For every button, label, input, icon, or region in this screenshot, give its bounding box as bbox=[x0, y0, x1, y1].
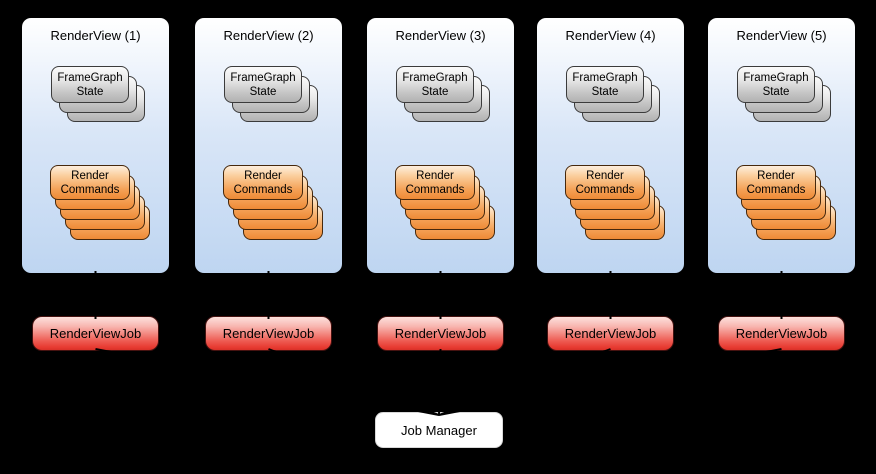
connector-line bbox=[438, 348, 442, 416]
framegraph-state-label-line2: State bbox=[421, 85, 449, 98]
render-commands-stack: Render Commands bbox=[395, 165, 495, 240]
connector-line bbox=[95, 348, 440, 416]
job-manager-box: Job Manager bbox=[375, 412, 503, 448]
render-commands-label-line1: Render bbox=[757, 169, 795, 182]
framegraph-state-card: FrameGraph State bbox=[566, 66, 644, 103]
render-commands-stack: Render Commands bbox=[565, 165, 665, 240]
render-commands-card: Render Commands bbox=[565, 165, 645, 200]
framegraph-state-label-line1: FrameGraph bbox=[57, 71, 123, 84]
renderviewjob-label: RenderViewJob bbox=[564, 326, 657, 341]
renderview-title: RenderView (3) bbox=[395, 28, 486, 43]
framegraph-state-stack: FrameGraph State bbox=[51, 66, 145, 122]
renderviewjob-label: RenderViewJob bbox=[222, 326, 315, 341]
framegraph-state-card: FrameGraph State bbox=[737, 66, 815, 103]
render-commands-label-line2: Commands bbox=[746, 183, 806, 196]
framegraph-state-card: FrameGraph State bbox=[224, 66, 302, 103]
framegraph-state-stack: FrameGraph State bbox=[737, 66, 831, 122]
renderviewjob-box-2: RenderViewJob bbox=[205, 316, 332, 351]
render-commands-card: Render Commands bbox=[736, 165, 816, 200]
framegraph-state-stack: FrameGraph State bbox=[396, 66, 490, 122]
renderviewjob-label: RenderViewJob bbox=[394, 326, 487, 341]
connector-line bbox=[438, 348, 611, 416]
renderview-title: RenderView (4) bbox=[565, 28, 656, 43]
connector-line bbox=[268, 348, 440, 416]
render-commands-label-line2: Commands bbox=[233, 183, 293, 196]
renderviewjob-label: RenderViewJob bbox=[49, 326, 142, 341]
framegraph-state-label-line2: State bbox=[762, 85, 790, 98]
renderview-column-3: RenderView (3) FrameGraph State Render C… bbox=[367, 18, 514, 351]
renderviewjob-box-1: RenderViewJob bbox=[32, 316, 159, 351]
render-commands-stack: Render Commands bbox=[50, 165, 150, 240]
renderview-column-4: RenderView (4) FrameGraph State Render C… bbox=[537, 18, 684, 351]
framegraph-state-label-line1: FrameGraph bbox=[402, 71, 468, 84]
connector-line bbox=[438, 348, 782, 416]
framegraph-state-label-line1: FrameGraph bbox=[230, 71, 296, 84]
framegraph-state-label-line2: State bbox=[591, 85, 619, 98]
framegraph-state-card: FrameGraph State bbox=[51, 66, 129, 103]
framegraph-state-label-line1: FrameGraph bbox=[572, 71, 638, 84]
job-manager-label: Job Manager bbox=[401, 422, 477, 438]
renderviewjob-box-5: RenderViewJob bbox=[718, 316, 845, 351]
renderview-title: RenderView (1) bbox=[50, 28, 141, 43]
renderview-panel-5: RenderView (5) FrameGraph State Render C… bbox=[708, 18, 855, 273]
framegraph-state-card: FrameGraph State bbox=[396, 66, 474, 103]
renderviewjob-box-4: RenderViewJob bbox=[547, 316, 674, 351]
render-commands-label-line1: Render bbox=[416, 169, 454, 182]
renderview-panel-4: RenderView (4) FrameGraph State Render C… bbox=[537, 18, 684, 273]
renderview-panel-1: RenderView (1) FrameGraph State Render C… bbox=[22, 18, 169, 273]
render-commands-stack: Render Commands bbox=[736, 165, 836, 240]
renderview-column-5: RenderView (5) FrameGraph State Render C… bbox=[708, 18, 855, 351]
renderviewjob-box-3: RenderViewJob bbox=[377, 316, 504, 351]
renderview-column-1: RenderView (1) FrameGraph State Render C… bbox=[22, 18, 169, 351]
renderview-column-2: RenderView (2) FrameGraph State Render C… bbox=[195, 18, 342, 351]
renderview-title: RenderView (5) bbox=[736, 28, 827, 43]
render-commands-label-line2: Commands bbox=[405, 183, 465, 196]
framegraph-state-stack: FrameGraph State bbox=[566, 66, 660, 122]
render-commands-card: Render Commands bbox=[50, 165, 130, 200]
framegraph-state-label-line2: State bbox=[249, 85, 277, 98]
renderview-panel-3: RenderView (3) FrameGraph State Render C… bbox=[367, 18, 514, 273]
renderview-panel-2: RenderView (2) FrameGraph State Render C… bbox=[195, 18, 342, 273]
renderviewjob-label: RenderViewJob bbox=[735, 326, 828, 341]
render-commands-label-line1: Render bbox=[71, 169, 109, 182]
renderview-title: RenderView (2) bbox=[223, 28, 314, 43]
render-commands-label-line1: Render bbox=[244, 169, 282, 182]
render-commands-label-line1: Render bbox=[586, 169, 624, 182]
render-commands-card: Render Commands bbox=[395, 165, 475, 200]
render-commands-stack: Render Commands bbox=[223, 165, 323, 240]
framegraph-state-label-line1: FrameGraph bbox=[743, 71, 809, 84]
framegraph-state-label-line2: State bbox=[76, 85, 104, 98]
framegraph-state-stack: FrameGraph State bbox=[224, 66, 318, 122]
render-commands-label-line2: Commands bbox=[60, 183, 120, 196]
render-commands-label-line2: Commands bbox=[575, 183, 635, 196]
render-commands-card: Render Commands bbox=[223, 165, 303, 200]
